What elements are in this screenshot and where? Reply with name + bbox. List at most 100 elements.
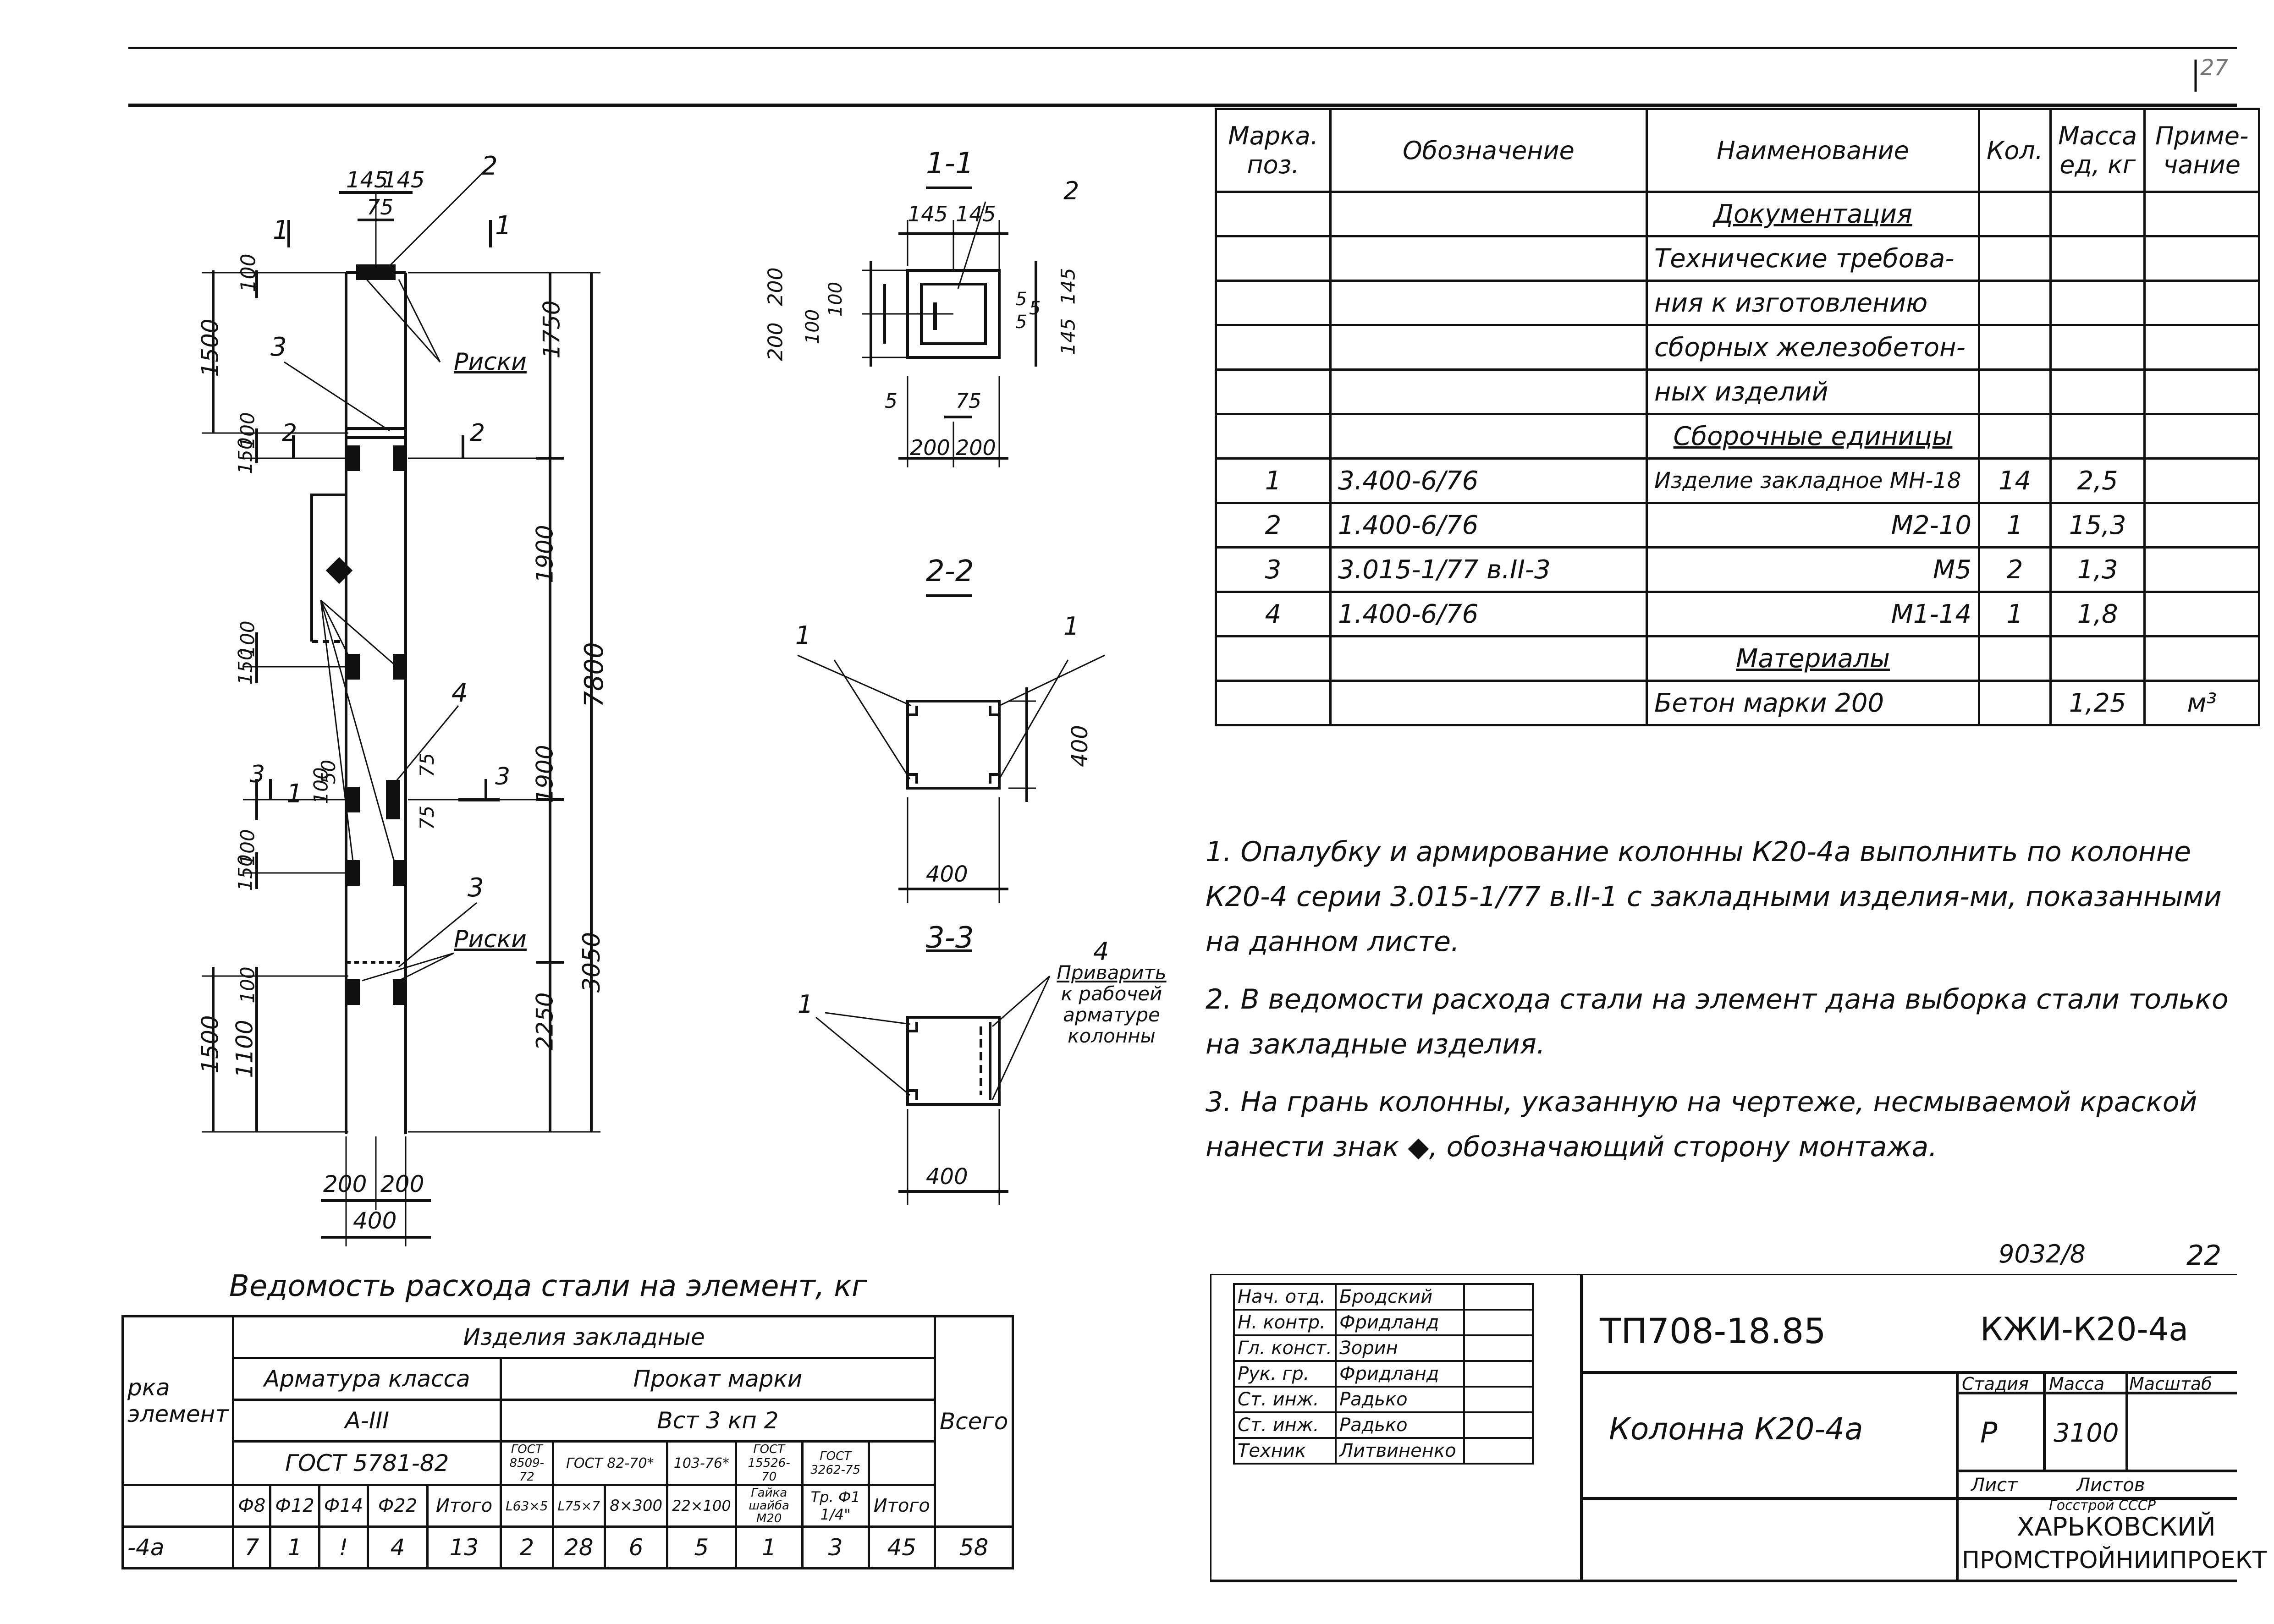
spec-mass: 1,8 [2049, 591, 2146, 637]
steel-rebar-std: ГОСТ 5781-82 [232, 1440, 502, 1486]
sig-role: Рук. гр. [1233, 1360, 1337, 1388]
steel-std-row: ГОСТ 5781-82 ГОСТ 8509-72 ГОСТ 82-70* 10… [123, 1440, 1013, 1486]
project-code: ТП708-18.85 [1600, 1311, 1826, 1351]
steel-grade-row: А-III Вст 3 кп 2 [123, 1399, 1013, 1443]
dim-100d: 100 [309, 767, 332, 804]
steel-value: 6 [604, 1525, 669, 1569]
sec33-dim400: 400 [926, 1164, 968, 1190]
sec22-dim400a: 400 [1067, 725, 1093, 767]
steel-value: ! [318, 1525, 369, 1569]
steel-value: 28 [551, 1525, 606, 1569]
sec11-bot200b: 200 [956, 435, 996, 460]
sec33-note-line: к рабочей [1061, 982, 1162, 1005]
steel-value: 2 [500, 1525, 554, 1569]
spec-mass: 2,5 [2049, 457, 2146, 504]
dim-145a: 145 [346, 167, 388, 193]
spec-section-assemblies: Сборочные единицы [1646, 413, 1980, 460]
sec11-bot200a: 200 [910, 435, 950, 460]
sec11-right5b: 5 [1015, 312, 1027, 333]
steel-table-title: Ведомость расхода стали на элемент, кг [229, 1269, 867, 1303]
spec-material-unit: м³ [2143, 680, 2261, 726]
spec-qty: 2 [1977, 546, 2052, 593]
sig-role: Гл. конст. [1233, 1334, 1337, 1362]
sig-name: Радько [1335, 1386, 1465, 1413]
pos-3b-label: 3 [468, 873, 484, 903]
spec-doc-row: сборных железобетон- [1215, 324, 2261, 371]
steel-subcol: Ф8 [232, 1484, 272, 1528]
sec33-note-line: арматуре [1063, 1004, 1160, 1026]
org-name-2: ПРОМСТРОЙНИИПРОЕКТ [1962, 1547, 2267, 1574]
spec-code: 3.015-1/77 в.II-3 [1329, 546, 1648, 593]
signature-row: Ст. инж.Радько [1233, 1411, 1534, 1439]
sec33-note-line: Приварить [1057, 961, 1167, 984]
sec11-right5c: 5 [1029, 298, 1041, 319]
sig-role: Ст. инж. [1233, 1411, 1337, 1439]
steel-subcol: Ф22 [367, 1484, 429, 1528]
spec-row: 3 3.015-1/77 в.II-3 М5 2 1,3 [1215, 546, 2261, 593]
spec-pos: 1 [1215, 457, 1332, 504]
sec22-pos1b: 1 [1063, 612, 1079, 641]
dim-100b: 100 [236, 412, 259, 449]
sheet-label: Лист [1971, 1475, 2018, 1496]
steel-std: ГОСТ 15526-70 [734, 1440, 804, 1486]
steel-subcol: Итого [867, 1484, 936, 1528]
steel-value: 58 [933, 1525, 1014, 1569]
spec-code: 1.400-6/76 [1329, 502, 1648, 549]
steel-rolled-grade: Вст 3 кп 2 [500, 1399, 936, 1443]
dim-100e: 100 [236, 829, 259, 866]
spec-doc-line: Технические требова- [1646, 235, 1980, 282]
org-name-1: ХАРЬКОВСКИЙ [2017, 1512, 2216, 1542]
spec-h-code: Обозначение [1329, 108, 1648, 193]
spec-section-docs: Документация [1646, 191, 1980, 237]
steel-rolled: Прокат марки [500, 1357, 936, 1401]
sec11-left200b: 200 [764, 322, 787, 361]
note-1: 1. Опалубку и армирование колонны К20-4а… [1206, 836, 2222, 958]
steel-rebar-class: Арматура класса [232, 1357, 502, 1401]
sig-role: Нач. отд. [1233, 1283, 1337, 1311]
steel-total-header: Всего [933, 1315, 1014, 1528]
pos-3a-label: 3 [270, 332, 287, 362]
dim-1900b: 1900 [531, 745, 558, 803]
steel-value: 45 [867, 1525, 936, 1569]
signature-mark [1463, 1386, 1534, 1413]
sig-role: Ст. инж. [1233, 1386, 1337, 1413]
dim-200b: 200 [380, 1171, 424, 1197]
sig-name: Бродский [1335, 1283, 1465, 1311]
steel-rebar-grade: А-III [232, 1399, 502, 1443]
dim-100f: 100 [236, 966, 259, 1004]
signature-mark [1463, 1360, 1534, 1388]
steel-group-label: Изделия закладные [232, 1315, 936, 1359]
steel-value: 13 [426, 1525, 502, 1569]
spec-section-row: Документация [1215, 191, 2261, 237]
cut-1b: 1 [495, 211, 512, 241]
sec22-pos1a: 1 [795, 621, 811, 650]
dim-100c: 100 [236, 620, 259, 658]
signature-mark [1463, 1411, 1534, 1439]
sec11-pos2: 2 [1063, 176, 1079, 205]
sec11-left100a: 100 [825, 281, 847, 317]
spec-pos: 3 [1215, 546, 1332, 593]
sheets-label: Листов [2076, 1475, 2145, 1496]
sig-name: Фридланд [1335, 1360, 1465, 1388]
spec-code: 3.400-6/76 [1329, 457, 1648, 504]
spec-name: М5 [1646, 546, 1980, 593]
sec11-left100b: 100 [802, 309, 824, 345]
cut-2a: 2 [282, 419, 297, 447]
steel-subcol-row: Ф8 Ф12 Ф14 Ф22 Итого L63×5 L75×7 8×300 2… [121, 1484, 1013, 1528]
steel-std: ГОСТ 3262-75 [801, 1440, 870, 1486]
signature-mark [1463, 1283, 1534, 1311]
steel-subcol: L75×7 [551, 1484, 606, 1528]
section-3-3-title: 3-3 [926, 921, 974, 955]
spec-h-name: Наименование [1646, 108, 1980, 193]
signature-row: Рук. гр.Фридланд [1233, 1360, 1534, 1388]
spec-header-row: Марка. поз. Обозначение Наименование Кол… [1215, 108, 2261, 193]
dim-100a: 100 [237, 253, 260, 292]
spec-row: 4 1.400-6/76 М1-14 1 1,8 [1215, 591, 2261, 637]
dim-1500b: 1500 [197, 1015, 224, 1074]
spec-doc-line: ния к изготовлению [1646, 280, 1980, 326]
signature-row: Нач. отд.Бродский [1233, 1283, 1534, 1311]
steel-value: 5 [666, 1525, 737, 1569]
specification-table: Марка. поз. Обозначение Наименование Кол… [1215, 108, 2261, 726]
spec-doc-row: ных изделий [1215, 368, 2261, 415]
